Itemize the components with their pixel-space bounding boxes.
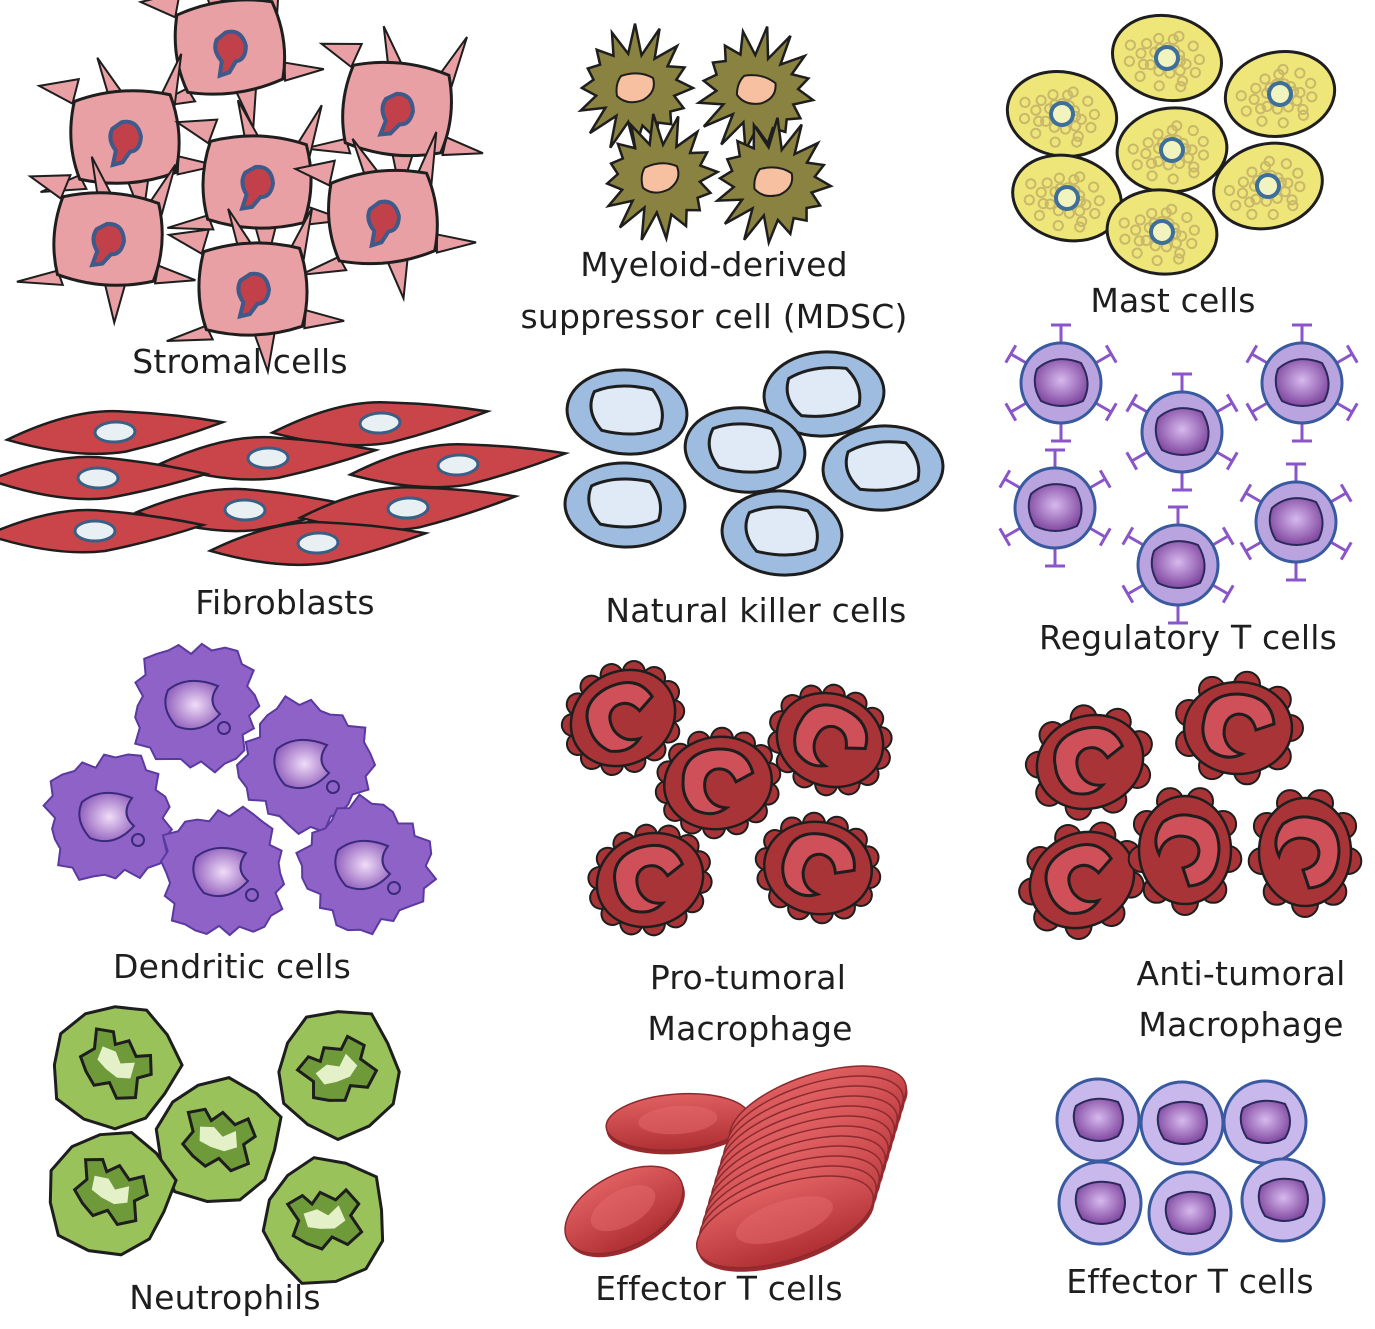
mast-cell [1115,106,1229,194]
mast-cell [1105,188,1219,276]
neutrophil-cell [277,1010,401,1142]
fibroblast-cell [156,435,381,481]
label-mdsc-line1: Myeloid-derived [580,245,848,284]
stromal-cell [16,156,196,327]
treg-cell [1004,323,1118,443]
effector-blue-cell [1139,1080,1225,1166]
natural-killer-cells-group [563,350,945,577]
label-regulatory-t-cells: Regulatory T cells [1039,618,1337,657]
mdsc-cell [694,26,817,155]
nk-cell [563,461,687,549]
mdsc-cell [604,113,721,243]
nk-cell [683,406,807,494]
label-dendritic-cells: Dendritic cells [112,947,352,986]
nk-cell [762,350,886,438]
pro-tumoral-macrophage-cell [560,660,686,776]
anti-tumoral-macrophage-cell [1018,821,1145,940]
dendritic-cell [295,793,438,936]
label-neutrophils: Neutrophils [129,1278,321,1317]
dendritic-cell [235,694,377,836]
effector-red-cell [695,1175,875,1272]
effector-blue-cell [1222,1079,1308,1165]
label-natural-killer-cells: Natural killer cells [605,591,907,630]
label-effector-t-cells-blue: Effector T cells [1066,1262,1314,1301]
neutrophil-cell [261,1156,385,1285]
mast-cells-group [1005,13,1337,276]
label-pro-tumoral-line1: Pro-tumoral [649,958,847,997]
fibroblast-cell [206,520,431,567]
dendritic-cells-group [42,642,438,937]
stromal-cell [292,131,477,303]
effector-blue-cell [1055,1077,1141,1163]
label-mast-cells: Mast cells [1090,281,1256,320]
effector-red-cell [564,1165,685,1258]
label-mdsc-line2: suppressor cell (MDSC) [520,297,908,336]
regulatory-t-cells-group [998,323,1359,625]
stromal-cell [36,53,218,223]
fibroblast-cell [346,442,571,489]
nk-cell [565,368,689,456]
fibroblast-cell [0,508,208,554]
label-fibroblasts: Fibroblasts [195,583,375,622]
nk-cell [821,424,945,512]
label-anti-tumoral-line2: Macrophage [1138,1005,1344,1044]
mdsc-cell [713,117,834,248]
pro-tumoral-macrophage-group [560,660,893,937]
mast-cell [1212,141,1324,231]
anti-tumoral-macrophage-cell [1024,704,1153,821]
effector-blue-cell [1147,1170,1233,1256]
effector-blue-cell [1057,1160,1143,1246]
nk-cell [720,489,844,577]
pro-tumoral-macrophage-cell [767,683,893,797]
anti-tumoral-macrophage-cell [1175,670,1304,786]
pro-tumoral-macrophage-cell [754,811,882,925]
anti-tumoral-macrophage-cell [1127,787,1243,916]
treg-cell [1239,462,1353,582]
fibroblast-cell [268,400,493,447]
treg-cell [1245,323,1359,443]
label-anti-tumoral-line1: Anti-tumoral [1136,954,1346,993]
mast-cell [1110,13,1224,103]
effector-red-cell [605,1092,751,1155]
treg-cell [1121,505,1235,625]
dendritic-cell [133,642,261,774]
neutrophils-group [48,1005,401,1285]
neutrophil-cell [154,1076,283,1203]
stromal-cell [165,207,345,376]
stromal-cell [167,99,347,270]
effector-t-cells-red-group [564,1065,908,1272]
neutrophil-cell [52,1005,184,1131]
pro-tumoral-macrophage-cell [587,823,713,937]
neutrophil-cell [48,1130,178,1257]
effector-blue-cell [1240,1157,1326,1243]
mast-cell [1005,70,1119,158]
stromal-cells-group [16,0,484,376]
anti-tumoral-macrophage-cell [1247,789,1363,918]
fibroblast-cell [3,409,228,456]
dendritic-cell [159,805,286,937]
mdsc-cell [577,23,697,154]
mdsc-group [577,23,834,248]
mast-cell [1011,153,1123,243]
label-pro-tumoral-line2: Macrophage [647,1009,853,1048]
fibroblast-cell [0,455,211,501]
effector-t-cells-blue-group [1055,1077,1326,1256]
mast-cell [1223,50,1337,138]
dendritic-cell [42,753,174,882]
stromal-cell [304,25,484,197]
fibroblasts-group [0,400,571,567]
treg-cell [998,448,1112,568]
label-effector-t-cells-red: Effector T cells [595,1269,843,1308]
anti-tumoral-macrophage-group [1018,670,1363,940]
pro-tumoral-macrophage-cell [654,726,782,840]
label-stromal-cells: Stromal cells [132,342,348,381]
treg-cell [1125,372,1239,492]
